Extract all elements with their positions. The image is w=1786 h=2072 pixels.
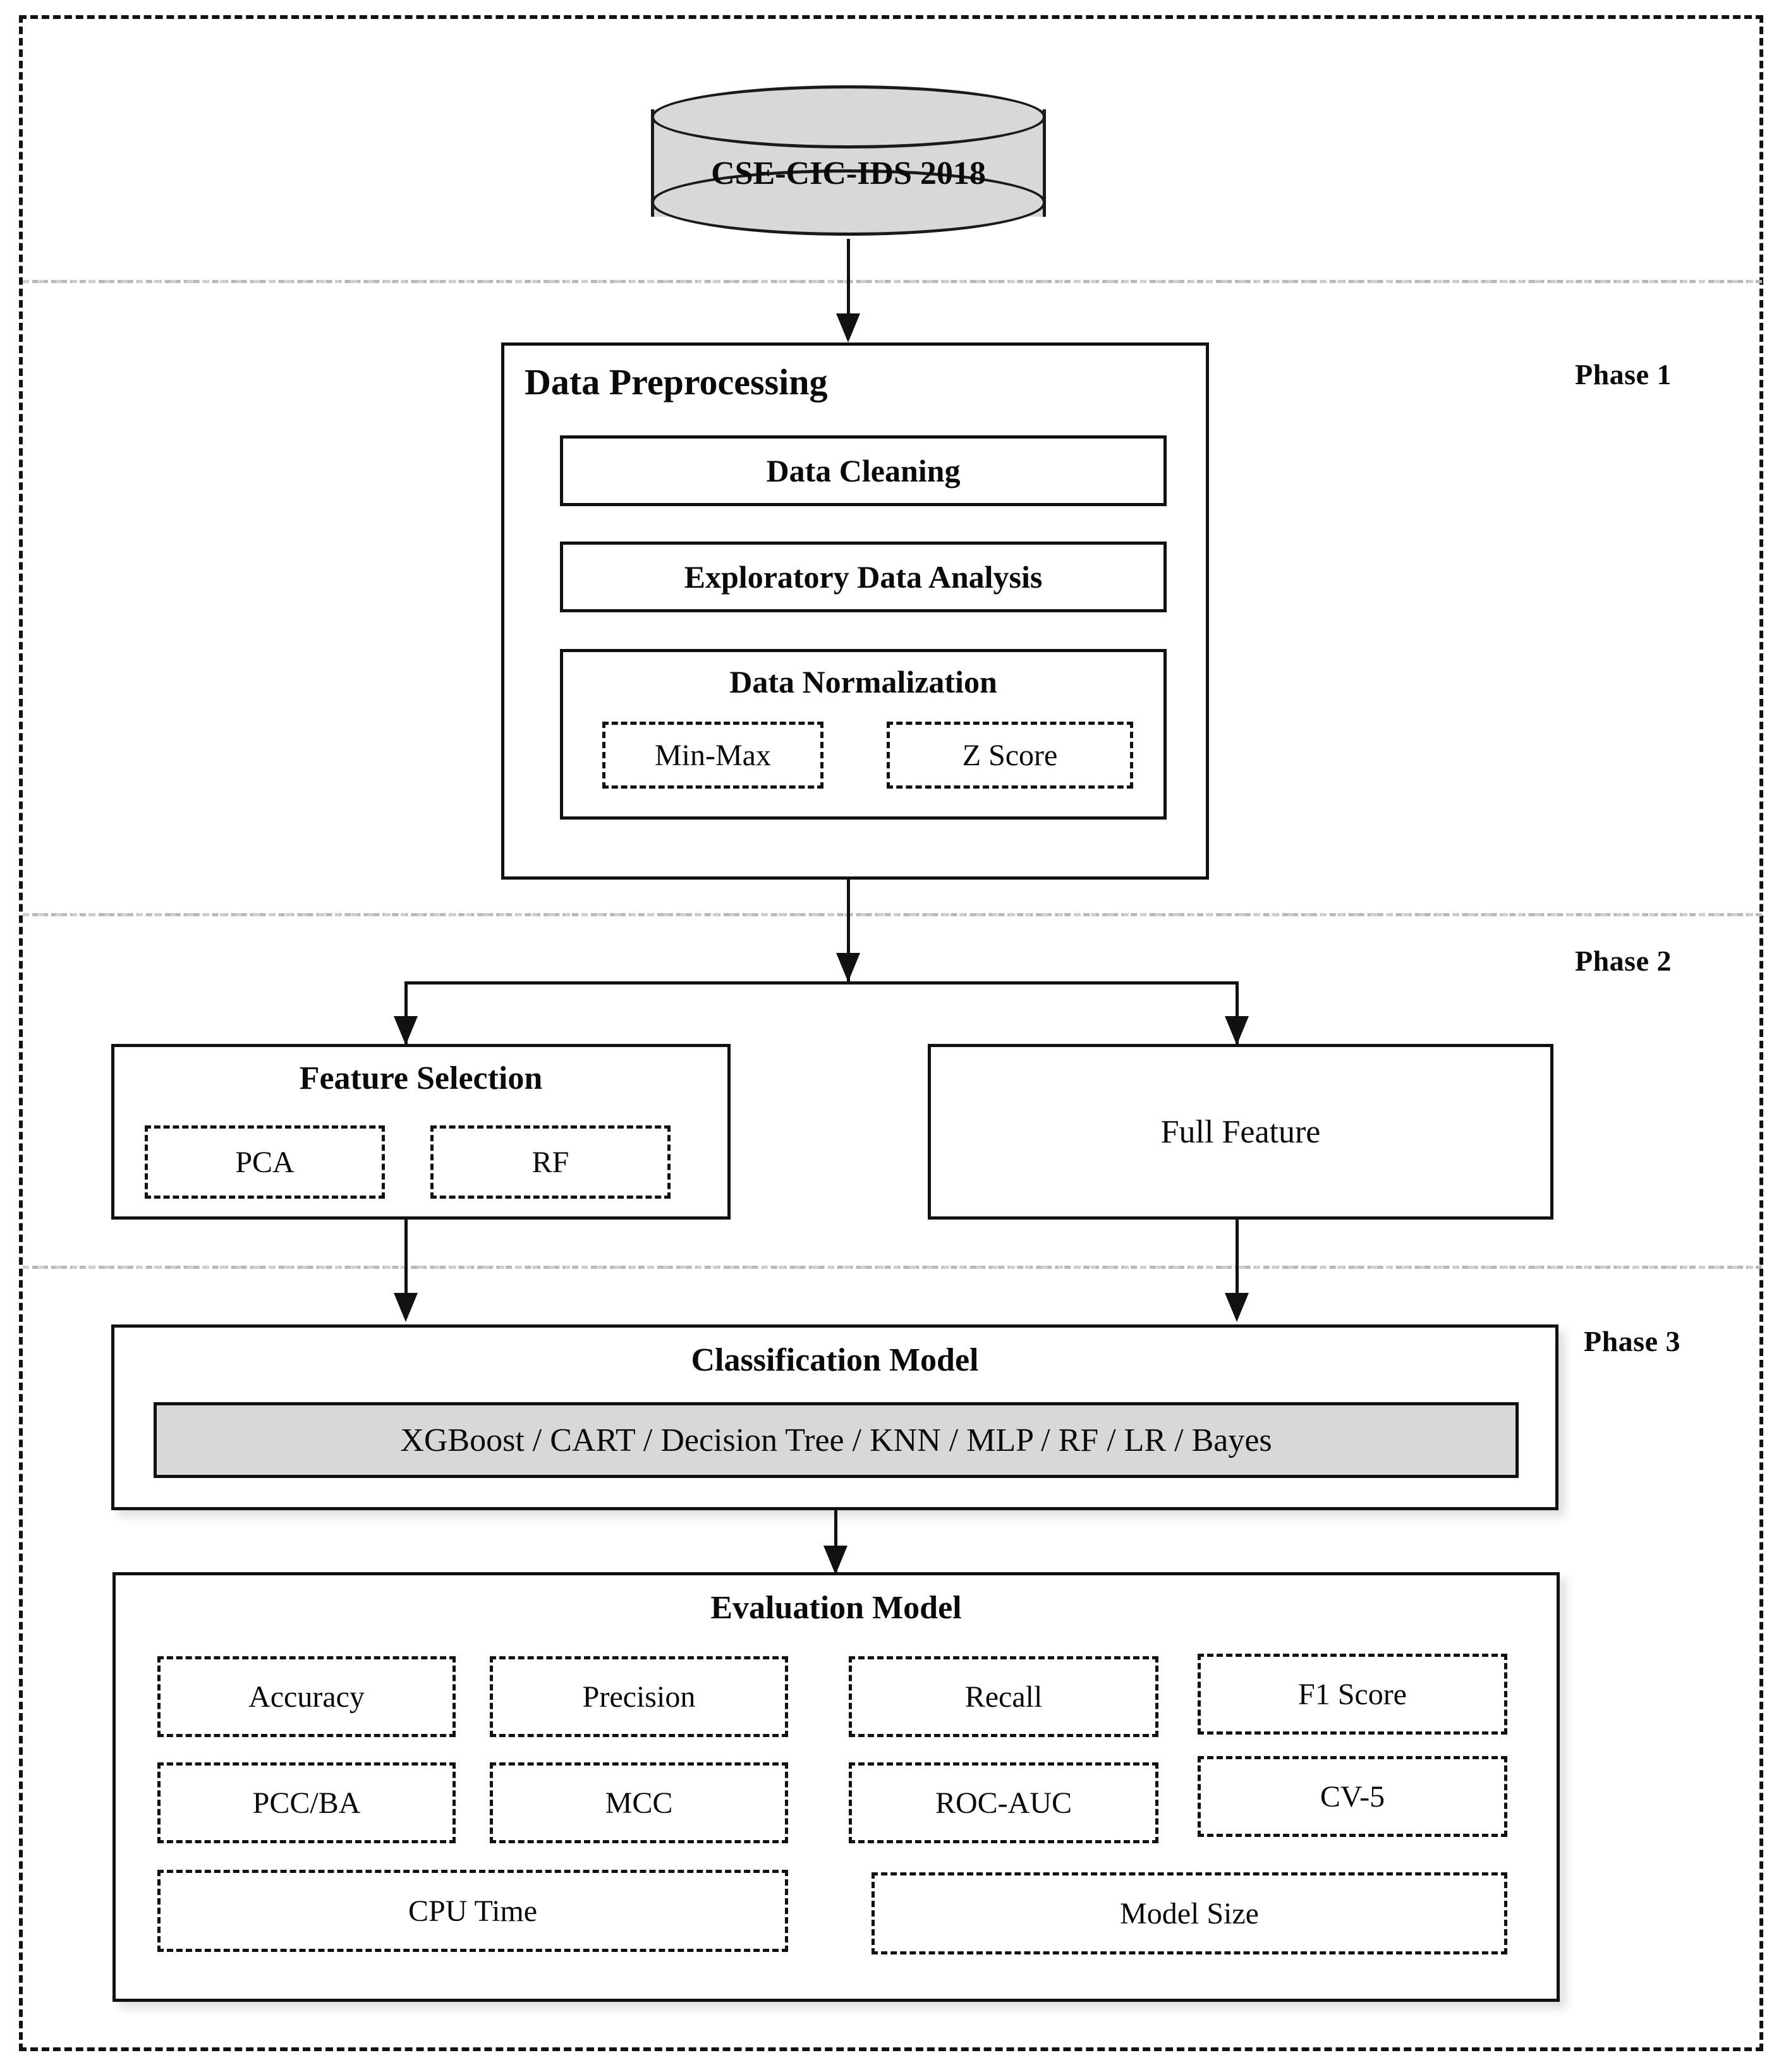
rf-label: RF: [532, 1145, 569, 1179]
arrowhead-dataset-to-preprocessing: [836, 313, 860, 342]
classification-model-box: Classification Model XGBoost / CART / De…: [111, 1324, 1558, 1510]
metric-roc-auc-box: ROC-AUC: [849, 1762, 1158, 1843]
metric-cv5-label: CV-5: [1320, 1779, 1385, 1814]
metric-model-size-label: Model Size: [1120, 1896, 1259, 1930]
data-cleaning-label: Data Cleaning: [766, 453, 961, 488]
phase-label-3: Phase 3: [1584, 1325, 1680, 1357]
z-score-box: Z Score: [887, 722, 1133, 789]
phase-label-2: Phase 2: [1575, 945, 1672, 977]
connector-split-right: [1236, 981, 1239, 1045]
pca-label: PCA: [235, 1145, 295, 1179]
arrowhead-to-feature-selection: [394, 1016, 418, 1045]
data-preprocessing-title: Data Preprocessing: [525, 361, 828, 403]
rf-box: RF: [430, 1125, 671, 1199]
metric-precision-box: Precision: [490, 1656, 788, 1737]
data-cleaning-box: Data Cleaning: [560, 435, 1167, 506]
cylinder-top-ellipse: [651, 85, 1046, 148]
classification-model-title: Classification Model: [691, 1342, 979, 1378]
phase-label-1: Phase 1: [1575, 358, 1672, 391]
classification-models-bar: XGBoost / CART / Decision Tree / KNN / M…: [154, 1402, 1519, 1478]
connector-preprocessing-down: [847, 880, 850, 984]
arrowhead-classification-to-evaluation: [823, 1546, 847, 1575]
feature-selection-title: Feature Selection: [299, 1060, 543, 1096]
metric-recall-label: Recall: [964, 1680, 1043, 1714]
metric-cv5-box: CV-5: [1198, 1756, 1507, 1837]
exploratory-data-analysis-label: Exploratory Data Analysis: [684, 559, 1043, 595]
full-feature-box: Full Feature: [928, 1044, 1553, 1220]
z-score-label: Z Score: [962, 738, 1058, 772]
connector-dataset-to-preprocessing: [847, 239, 850, 334]
connector-split-bar: [404, 981, 1239, 985]
metric-mcc-label: MCC: [605, 1786, 673, 1820]
min-max-label: Min-Max: [655, 738, 771, 772]
metric-cpu-time-box: CPU Time: [157, 1870, 788, 1952]
exploratory-data-analysis-box: Exploratory Data Analysis: [560, 542, 1167, 612]
arrowhead-feature-selection-to-classification: [394, 1293, 418, 1322]
cylinder-bottom-ellipse: [651, 169, 1046, 236]
evaluation-model-box: Evaluation Model Accuracy Precision Reca…: [112, 1572, 1560, 2002]
metric-pccba-label: PCC/BA: [252, 1786, 361, 1820]
dataset-label: CSE-CIC-IDS 2018: [711, 155, 986, 191]
connector-classification-to-evaluation: [834, 1510, 837, 1580]
arrowhead-full-feature-to-classification: [1225, 1293, 1249, 1322]
connector-full-feature-down: [1236, 1220, 1239, 1302]
metric-accuracy-label: Accuracy: [248, 1680, 365, 1714]
metric-precision-label: Precision: [582, 1680, 696, 1714]
data-normalization-box: Data Normalization Min-Max Z Score: [560, 649, 1167, 820]
metric-f1-score-label: F1 Score: [1298, 1677, 1407, 1711]
dataset-cylinder: CSE-CIC-IDS 2018: [651, 85, 1046, 240]
metric-mcc-box: MCC: [490, 1762, 788, 1843]
metric-f1-score-box: F1 Score: [1198, 1654, 1507, 1735]
diagram-outer-frame: [19, 15, 1763, 2051]
phase-divider-2: [23, 913, 1762, 916]
metric-cpu-time-label: CPU Time: [408, 1894, 538, 1928]
data-preprocessing-box: Data Preprocessing Data Cleaning Explora…: [501, 342, 1209, 880]
metric-accuracy-box: Accuracy: [157, 1656, 456, 1737]
pca-box: PCA: [145, 1125, 385, 1199]
phase-divider-3: [23, 1266, 1762, 1269]
phase-divider-1: [23, 280, 1762, 283]
metric-pccba-box: PCC/BA: [157, 1762, 456, 1843]
classification-models-label: XGBoost / CART / Decision Tree / KNN / M…: [400, 1422, 1272, 1458]
metric-recall-box: Recall: [849, 1656, 1158, 1737]
connector-split-left: [404, 981, 408, 1045]
arrowhead-preprocessing-split: [836, 953, 860, 982]
min-max-box: Min-Max: [602, 722, 823, 789]
connector-feature-selection-down: [404, 1220, 408, 1302]
full-feature-label: Full Feature: [1160, 1113, 1321, 1150]
feature-selection-box: Feature Selection PCA RF: [111, 1044, 731, 1220]
data-normalization-title: Data Normalization: [729, 664, 997, 700]
arrowhead-to-full-feature: [1225, 1016, 1249, 1045]
metric-roc-auc-label: ROC-AUC: [935, 1786, 1072, 1820]
evaluation-model-title: Evaluation Model: [710, 1590, 962, 1626]
metric-model-size-box: Model Size: [872, 1872, 1507, 1954]
